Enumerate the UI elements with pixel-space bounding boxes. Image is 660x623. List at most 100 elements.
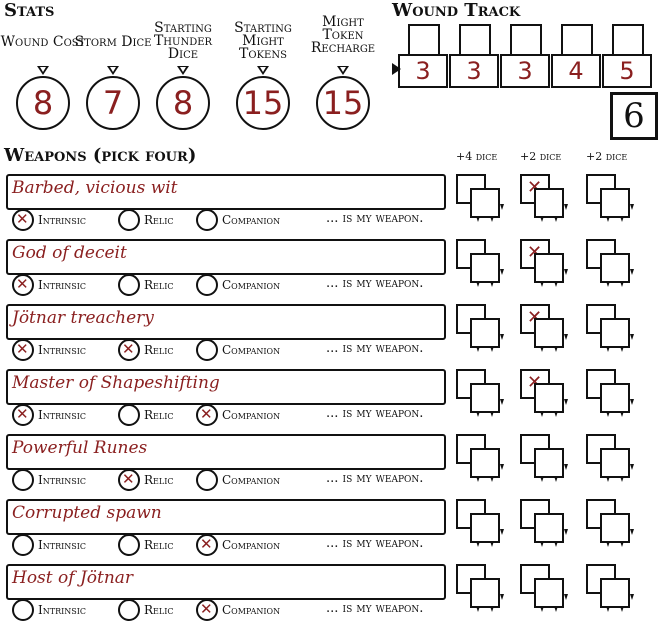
companion-radio[interactable] (196, 469, 218, 491)
intrinsic-radio[interactable] (12, 339, 34, 361)
dice-checkbox[interactable] (456, 369, 504, 417)
weapon-option-companion[interactable]: Companion (196, 274, 280, 296)
dice-checkbox[interactable]: ✕ (520, 304, 568, 352)
dice-checkbox[interactable] (456, 564, 504, 612)
dice-box-back (534, 253, 564, 283)
dice-checkbox[interactable]: ✕ (520, 174, 568, 222)
relic-radio[interactable] (118, 339, 140, 361)
spike-icon (490, 476, 494, 482)
weapon-name[interactable]: Master of Shapeshifting (12, 373, 220, 393)
relic-radio[interactable] (118, 274, 140, 296)
spike-icon (540, 216, 544, 222)
dice-box-back (600, 188, 630, 218)
dice-checkbox[interactable] (520, 434, 568, 482)
weapon-option-intrinsic[interactable]: Intrinsic (12, 209, 86, 231)
intrinsic-radio[interactable] (12, 534, 34, 556)
weapon-option-intrinsic[interactable]: Intrinsic (12, 599, 86, 621)
companion-radio[interactable] (196, 404, 218, 426)
wound-checkbox[interactable] (408, 24, 440, 56)
wound-checkbox[interactable] (459, 24, 491, 56)
intrinsic-radio[interactable] (12, 209, 34, 231)
companion-label: Companion (222, 603, 281, 617)
intrinsic-radio[interactable] (12, 404, 34, 426)
intrinsic-radio[interactable] (12, 274, 34, 296)
relic-radio[interactable] (118, 469, 140, 491)
spike-icon (490, 606, 494, 612)
companion-radio[interactable] (196, 534, 218, 556)
weapon-name[interactable]: Barbed, vicious wit (12, 178, 178, 198)
wound-checkbox[interactable] (510, 24, 542, 56)
weapon-option-relic[interactable]: Relic (118, 469, 173, 491)
spike-icon (564, 594, 568, 600)
dice-box-back (470, 188, 500, 218)
weapon-option-intrinsic[interactable]: Intrinsic (12, 534, 86, 556)
relic-radio[interactable] (118, 209, 140, 231)
weapon-option-intrinsic[interactable]: Intrinsic (12, 469, 86, 491)
dice-checkbox[interactable] (586, 304, 634, 352)
weapon-option-relic[interactable]: Relic (118, 209, 173, 231)
weapon-option-companion[interactable]: Companion (196, 469, 280, 491)
weapon-option-companion[interactable]: Companion (196, 404, 280, 426)
wound-checkbox[interactable] (612, 24, 644, 56)
weapon-option-relic[interactable]: Relic (118, 404, 173, 426)
weapon-suffix: ... is my weapon. (326, 341, 424, 356)
wound-value: 5 (619, 57, 635, 85)
spike-icon (630, 204, 634, 210)
companion-label: Companion (222, 408, 281, 422)
intrinsic-radio[interactable] (12, 599, 34, 621)
dice-checkbox[interactable] (456, 499, 504, 547)
weapon-name[interactable]: God of deceit (12, 243, 127, 263)
companion-radio[interactable] (196, 274, 218, 296)
weapon-name[interactable]: Jötnar treachery (12, 308, 154, 328)
spike-icon (606, 606, 610, 612)
weapon-option-companion[interactable]: Companion (196, 339, 280, 361)
weapon-option-intrinsic[interactable]: Intrinsic (12, 404, 86, 426)
relic-radio[interactable] (118, 404, 140, 426)
dice-checkbox[interactable] (456, 174, 504, 222)
spike-icon (500, 464, 504, 470)
spike-icon (620, 476, 624, 482)
weapon-option-relic[interactable]: Relic (118, 274, 173, 296)
dice-checkbox[interactable] (520, 499, 568, 547)
dice-checkbox[interactable]: ✕ (520, 239, 568, 287)
intrinsic-radio[interactable] (12, 469, 34, 491)
weapon-name[interactable]: Corrupted spawn (12, 503, 162, 523)
spike-icon (630, 399, 634, 405)
weapon-option-intrinsic[interactable]: Intrinsic (12, 339, 86, 361)
weapon-option-companion[interactable]: Companion (196, 599, 280, 621)
dice-checkbox[interactable] (456, 239, 504, 287)
weapon-name[interactable]: Powerful Runes (12, 438, 148, 458)
dice-checkbox[interactable] (586, 174, 634, 222)
weapon-option-intrinsic[interactable]: Intrinsic (12, 274, 86, 296)
dice-checkbox[interactable] (586, 499, 634, 547)
weapon-option-companion[interactable]: Companion (196, 209, 280, 231)
companion-radio[interactable] (196, 339, 218, 361)
companion-radio[interactable] (196, 599, 218, 621)
stat-value: 7 (102, 84, 124, 122)
dice-checkbox[interactable] (456, 434, 504, 482)
spike-icon (554, 541, 558, 547)
weapon-option-relic[interactable]: Relic (118, 599, 173, 621)
weapon-row: Barbed, vicious witIntrinsic Relic Compani… (6, 174, 446, 231)
dice-checkbox[interactable] (586, 434, 634, 482)
weapon-name-bar (6, 499, 446, 535)
relic-radio[interactable] (118, 599, 140, 621)
weapon-option-relic[interactable]: Relic (118, 534, 173, 556)
spike-icon (500, 529, 504, 535)
stat-label: Wound Cost (0, 34, 86, 50)
dice-checkbox[interactable] (586, 564, 634, 612)
companion-radio[interactable] (196, 209, 218, 231)
dice-checkbox[interactable] (586, 239, 634, 287)
dice-checkbox[interactable] (456, 304, 504, 352)
dice-checkbox[interactable] (520, 564, 568, 612)
spike-icon (540, 281, 544, 287)
dice-checkbox[interactable]: ✕ (520, 369, 568, 417)
weapon-row: Powerful RunesIntrinsicRelicCompanion...… (6, 434, 446, 491)
weapon-name[interactable]: Host of Jötnar (12, 568, 134, 588)
weapon-option-companion[interactable]: Companion (196, 534, 280, 556)
weapon-option-relic[interactable]: Relic (118, 339, 173, 361)
spike-icon (500, 399, 504, 405)
relic-radio[interactable] (118, 534, 140, 556)
dice-checkbox[interactable] (586, 369, 634, 417)
wound-checkbox[interactable] (561, 24, 593, 56)
